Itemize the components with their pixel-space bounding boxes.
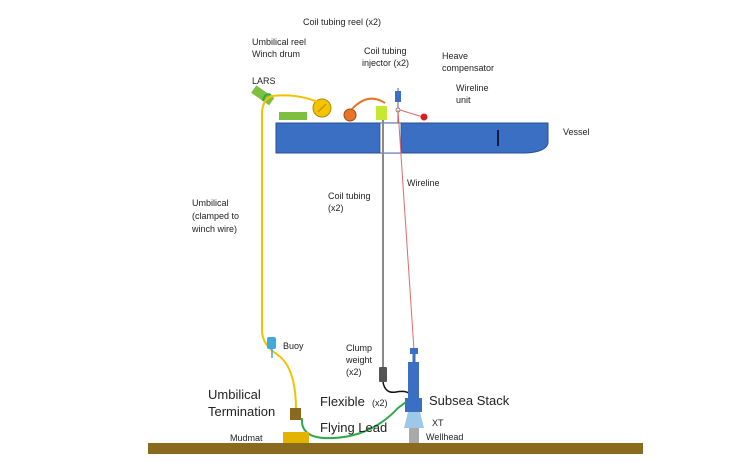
subsea-stack-cap	[410, 348, 418, 354]
label-clump-weight-3: (x2)	[346, 367, 362, 377]
label-vessel: Vessel	[563, 127, 590, 137]
umbilical-line	[261, 94, 323, 411]
label-clump-weight-1: Clump	[346, 343, 372, 353]
label-umbilical-termination-1: Umbilical	[208, 387, 261, 402]
label-xt: XT	[432, 418, 444, 428]
label-coil-tubing-2: (x2)	[328, 203, 344, 213]
label-flexible: Flexible	[320, 394, 365, 409]
label-wellhead: Wellhead	[426, 432, 463, 442]
label-umbilical-1: Umbilical	[192, 198, 229, 208]
label-wireline-unit-2: unit	[456, 95, 471, 105]
flexible-line	[382, 381, 411, 395]
label-subsea-stack: Subsea Stack	[429, 393, 510, 408]
wellhead	[409, 428, 419, 443]
label-heave-compensator-2: compensator	[442, 63, 494, 73]
vessel-hull	[275, 122, 549, 154]
label-buoy: Buoy	[283, 341, 304, 351]
label-heave-compensator-1: Heave	[442, 51, 468, 61]
label-flexible-x2: (x2)	[372, 398, 388, 408]
label-flying-lead: Flying Lead	[320, 420, 387, 435]
label-umbilical-termination-2: Termination	[208, 404, 275, 419]
label-umbilical-2: (clamped to	[192, 211, 239, 221]
xt-tree	[404, 412, 424, 428]
label-umbilical-3: winch wire)	[191, 224, 237, 234]
moonpool	[379, 122, 402, 154]
label-coil-tubing-reel: Coil tubing reel (x2)	[303, 17, 381, 27]
wireline-unit	[420, 113, 428, 121]
label-mudmat: Mudmat	[230, 433, 263, 443]
subsea-stack	[408, 362, 419, 412]
label-wireline-unit-1: Wireline	[456, 83, 489, 93]
coil-tubing-reel	[343, 108, 357, 122]
label-coil-tubing-injector-1: Coil tubing	[364, 46, 407, 56]
label-wireline: Wireline	[407, 178, 440, 188]
label-clump-weight-2: weight	[345, 355, 373, 365]
heave-compensator	[395, 91, 401, 102]
lars-arm	[251, 85, 275, 106]
mudmat	[283, 432, 309, 443]
label-coil-tubing-1: Coil tubing	[328, 191, 371, 201]
coil-tubing-gooseneck	[351, 97, 386, 110]
buoy	[267, 337, 276, 349]
flying-lead	[300, 401, 407, 440]
seabed	[148, 443, 643, 454]
coil-tubing-injector	[376, 106, 387, 120]
wireline-string	[397, 109, 415, 351]
label-coil-tubing-injector-2: injector (x2)	[362, 58, 409, 68]
clump-weight	[379, 367, 387, 382]
label-lars: LARS	[252, 76, 276, 86]
lars-base	[279, 112, 307, 120]
label-winch-drum: Winch drum	[252, 49, 300, 59]
lars-sheave	[262, 93, 272, 102]
umbilical-termination	[290, 408, 301, 420]
label-umbilical-reel: Umbilical reel	[252, 37, 306, 47]
